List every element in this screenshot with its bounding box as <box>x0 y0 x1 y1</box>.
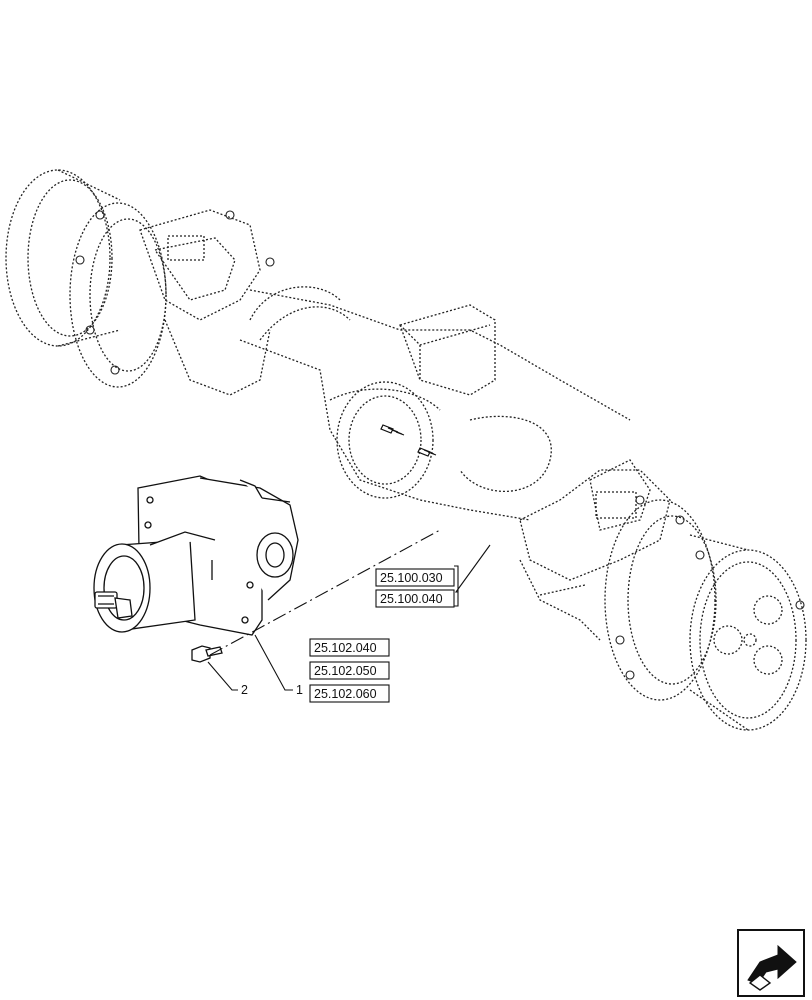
callout-item-1: 1 <box>296 683 303 697</box>
ref-link-diff-3[interactable]: 25.102.060 <box>314 687 377 701</box>
ref-link-axle-1[interactable]: 25.100.030 <box>380 571 443 585</box>
ref-box-diff-2[interactable] <box>309 661 390 680</box>
ref-box-axle-2[interactable] <box>375 589 455 608</box>
bolt-part <box>191 645 223 663</box>
axle-assembly <box>5 169 807 731</box>
pinion-gears <box>380 424 437 457</box>
next-page-arrow-icon[interactable] <box>737 929 805 997</box>
axle-bolts <box>75 210 805 680</box>
leader-lines <box>207 544 491 691</box>
callout-labels: 1 2 <box>241 683 303 697</box>
ref-box-axle-1[interactable] <box>375 568 455 587</box>
ref-box-diff-1[interactable] <box>309 638 390 657</box>
ref-link-diff-1[interactable]: 25.102.040 <box>314 641 377 655</box>
assembly-centerline <box>209 529 441 656</box>
axle-ref-group: 25.100.030 25.100.040 <box>375 565 459 608</box>
ref-link-axle-2[interactable]: 25.100.040 <box>380 592 443 606</box>
diff-ref-group: 25.102.040 25.102.050 25.102.060 <box>309 638 390 703</box>
callout-item-2: 2 <box>241 683 248 697</box>
ref-box-diff-3[interactable] <box>309 684 390 703</box>
ref-link-diff-2[interactable]: 25.102.050 <box>314 664 377 678</box>
differential-unit <box>93 475 299 636</box>
